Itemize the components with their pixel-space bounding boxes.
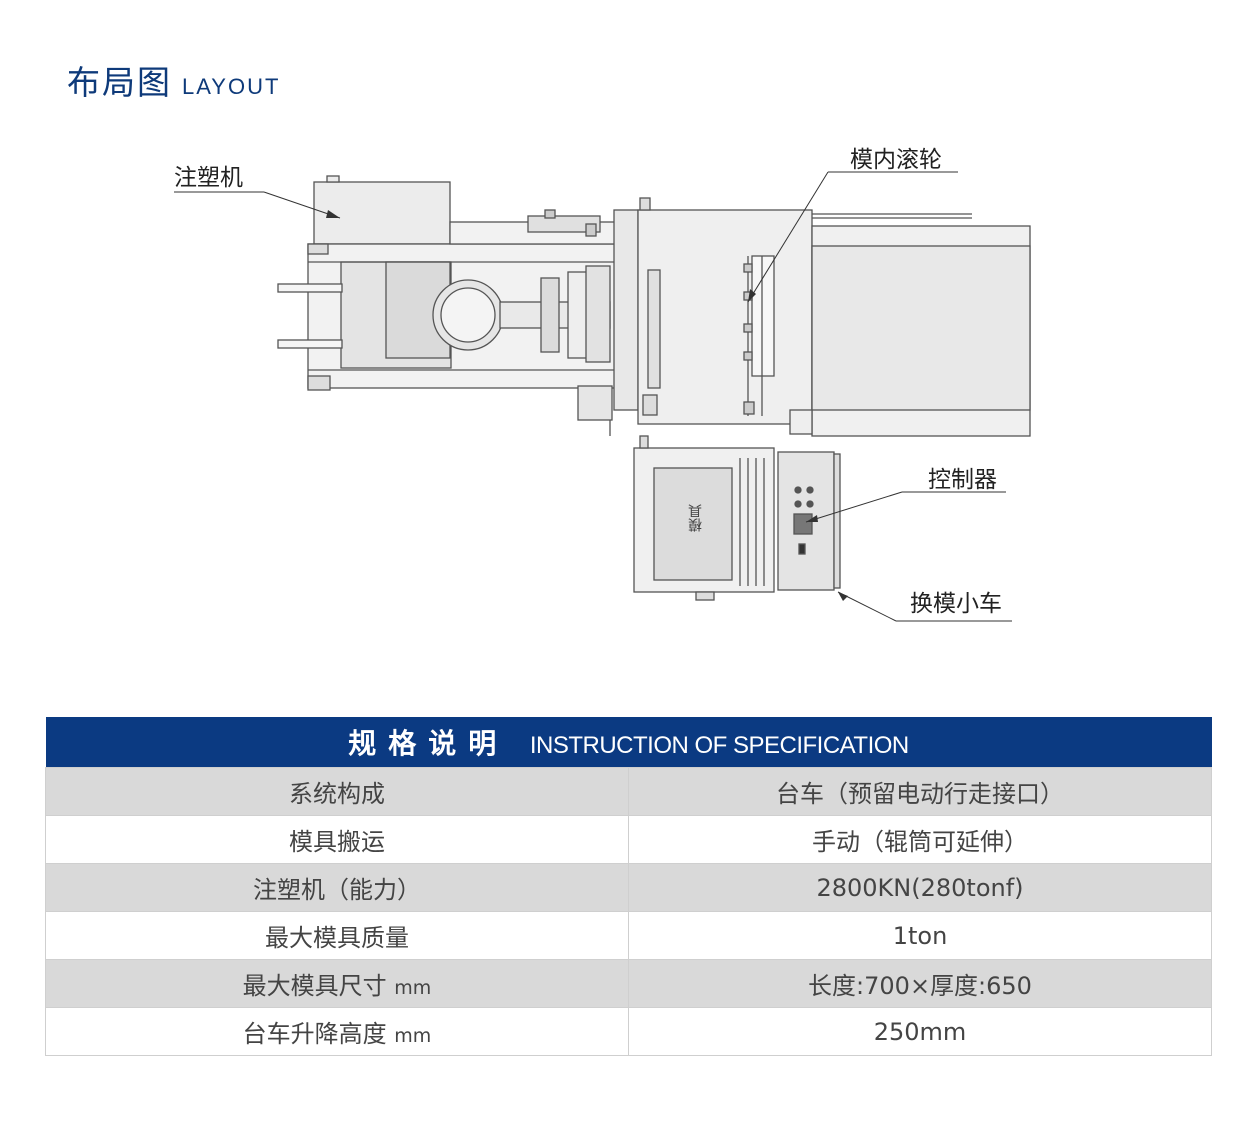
table-row: 最大模具质量 1ton <box>45 911 1212 960</box>
callout-leaders <box>174 171 1012 622</box>
spec-title-zh: 规格说明 <box>348 727 509 760</box>
layout-diagram <box>174 171 1031 622</box>
label-mold: 模具 <box>688 504 704 532</box>
spec-table: 规格说明 INSTRUCTION OF SPECIFICATION 系统构成 台… <box>45 717 1212 1056</box>
spec-unit: mm <box>394 977 432 999</box>
spec-key: 系统构成 <box>45 767 629 816</box>
spec-title-en: INSTRUCTION OF SPECIFICATION <box>529 732 909 759</box>
page-title-en: LAYOUT <box>182 74 281 99</box>
spec-value: 长度:700×厚度:650 <box>628 959 1212 1008</box>
page-title: 布局图 LAYOUT <box>67 56 281 102</box>
spec-value: 台车（预留电动行走接口） <box>628 767 1212 816</box>
spec-key: 台车升降高度 mm <box>45 1007 629 1056</box>
spec-value: 1ton <box>628 911 1212 960</box>
injection-machine-drawing <box>277 175 1031 437</box>
label-mold-roller: 模内滚轮 <box>850 147 942 173</box>
table-row: 最大模具尺寸 mm 长度:700×厚度:650 <box>45 959 1212 1008</box>
label-injection-machine: 注塑机 <box>174 165 243 191</box>
spec-key: 注塑机（能力） <box>45 863 629 912</box>
spec-table-header: 规格说明 INSTRUCTION OF SPECIFICATION <box>45 717 1212 768</box>
label-controller: 控制器 <box>928 467 997 493</box>
table-row: 注塑机（能力） 2800KN(280tonf) <box>45 863 1212 912</box>
spec-key: 模具搬运 <box>45 815 629 864</box>
spec-key: 最大模具尺寸 mm <box>45 959 629 1008</box>
table-row: 模具搬运 手动（辊筒可延伸） <box>45 815 1212 864</box>
spec-value: 250mm <box>628 1007 1212 1056</box>
arrow-heads <box>326 210 848 601</box>
spec-key: 最大模具质量 <box>45 911 629 960</box>
spec-value: 手动（辊筒可延伸） <box>628 815 1212 864</box>
table-row: 系统构成 台车（预留电动行走接口） <box>45 767 1212 816</box>
label-mold-cart: 换模小车 <box>910 591 1002 617</box>
page-title-zh: 布局图 <box>67 63 172 102</box>
spec-unit: mm <box>394 1025 432 1047</box>
mold-cart-drawing <box>633 435 841 601</box>
table-row: 台车升降高度 mm 250mm <box>45 1007 1212 1056</box>
spec-value: 2800KN(280tonf) <box>628 863 1212 912</box>
